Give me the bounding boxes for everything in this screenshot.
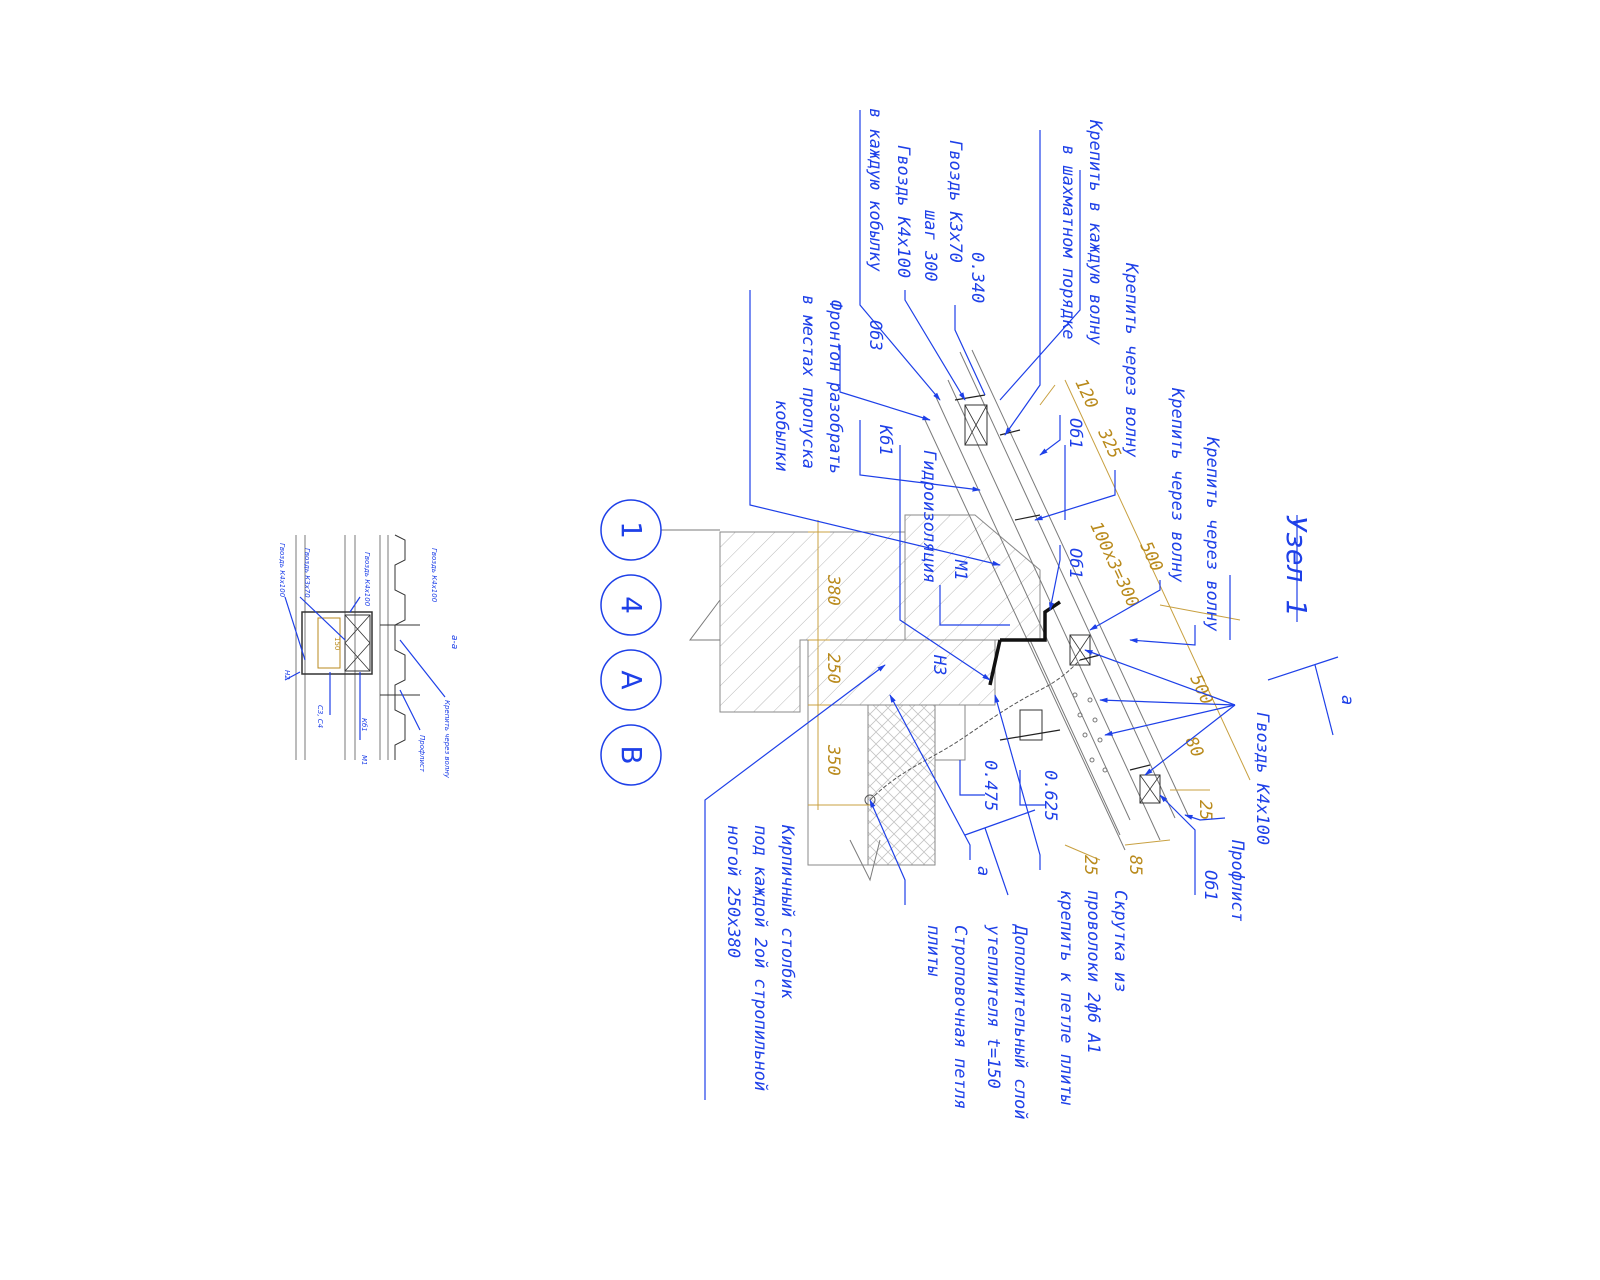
- label-kb1: Кб1: [875, 424, 895, 456]
- axis-circle-4: [600, 574, 662, 636]
- sd-nail-mid: Гвоздь К4х100: [363, 552, 371, 607]
- axis-circle-A: [600, 649, 662, 711]
- label-ob1-b: Об1: [1065, 548, 1085, 579]
- label-fix-wave-1: Крепить через волну: [1121, 262, 1141, 458]
- label-nail-k4x100-kob-2: в каждую кобылку: [865, 108, 885, 273]
- dim-120: 120: [1070, 376, 1101, 412]
- dim-500a: 500: [1135, 539, 1166, 575]
- dim-380: 380: [823, 574, 843, 606]
- sd-nail-bot: Гвоздь К4х100: [278, 543, 286, 598]
- masonry-wall: [689, 514, 1041, 882]
- axis-label-A: А: [615, 670, 648, 689]
- level-0475: 0.475: [980, 760, 1000, 811]
- axis-markers: 1 4 А В: [600, 499, 720, 786]
- label-loop-1: Строповочная петля: [950, 925, 970, 1109]
- leader-lines: [704, 110, 1236, 1100]
- dimension-lines: [808, 379, 1251, 861]
- label-waterproofing: Гидроизоляция: [919, 450, 939, 583]
- axis-circle-1: [600, 499, 662, 561]
- section-detail: а-а Гвоздь К4х100 Крепить через волну Пр…: [278, 534, 459, 779]
- label-pediment-3: кобылки: [771, 400, 791, 472]
- label-loop-2: плиты: [923, 925, 943, 977]
- axis-label-B: В: [615, 745, 648, 764]
- dim-325: 325: [1093, 425, 1125, 462]
- label-n3: Н3: [929, 654, 949, 675]
- label-brick-2: под каждой 2ой стропильной: [750, 825, 770, 1091]
- sd-c3c4: С3, С4: [316, 705, 324, 728]
- label-fix-each-wave-1: Крепить в каждую волну: [1085, 119, 1105, 346]
- sd-dim-150: 150: [333, 637, 341, 650]
- label-m1: М1: [950, 559, 970, 580]
- label-nail-k4x100-top: Гвоздь К4х100: [1252, 712, 1272, 845]
- label-fix-wave-3: Крепить через волну: [1202, 436, 1222, 632]
- section-mark-bottom: а: [964, 809, 1036, 896]
- dim-500b: 500: [1185, 672, 1216, 708]
- label-twist-1: Скрутка из: [1110, 890, 1130, 992]
- dim-350: 350: [823, 744, 843, 776]
- label-twist-2: проволоки 2ф6 А1: [1083, 890, 1103, 1054]
- sd-fix-wave: Крепить через волну: [443, 700, 451, 779]
- level-0625: 0.625: [1040, 770, 1060, 821]
- sd-m1: М1: [360, 755, 368, 766]
- dim-100x3: 100х3=300: [1085, 519, 1142, 611]
- section-detail-title: а-а: [449, 635, 459, 649]
- sd-kb1: Кб1: [360, 718, 368, 732]
- label-nail-k3x70: Гвоздь К3х70: [945, 140, 965, 263]
- section-mark-bottom-label: а: [973, 866, 993, 876]
- label-ob3: Об3: [865, 320, 885, 351]
- axis-label-1: 1: [615, 521, 648, 539]
- label-ob1-a: Об1: [1065, 418, 1085, 449]
- level-0340: 0.340: [967, 252, 987, 303]
- label-brick-1: Кирпичный столбик: [777, 824, 797, 1000]
- label-twist-3: крепить к петле плиты: [1056, 890, 1076, 1106]
- dim-250: 250: [823, 653, 843, 684]
- dim-25b: 25: [1080, 855, 1100, 875]
- axis-label-4: 4: [615, 596, 648, 614]
- label-pediment-2: в местах пропуска: [798, 295, 818, 469]
- sd-nail-k3: Гвоздь К3х70: [303, 548, 311, 598]
- label-insul-2: утеплителя t=150: [983, 924, 1003, 1089]
- label-brick-3: ногой 250х380: [723, 825, 743, 958]
- label-proflist: Профлист: [1227, 839, 1247, 922]
- label-nail-k4x100-kob-1: Гвоздь К4х100: [893, 145, 913, 278]
- title-group: Узел 1: [1280, 515, 1313, 622]
- sd-proflist: Профлист: [418, 735, 426, 773]
- sd-n2: Н2: [283, 670, 291, 680]
- axis-circle-B: [600, 724, 662, 786]
- sd-nail-top: Гвоздь К4х100: [430, 548, 438, 603]
- annotation-labels: Гвоздь К4х100 Профлист Об1 Крепить через…: [723, 108, 1272, 1119]
- section-mark-top-label: а: [1337, 695, 1357, 705]
- label-fix-each-wave-2: в шахматном порядке: [1058, 145, 1078, 339]
- label-ob1-bottom: Об1: [1200, 870, 1220, 901]
- label-insul-1: Дополнительный слой: [1010, 923, 1030, 1119]
- label-step-300: шаг 300: [920, 210, 940, 282]
- dim-85: 85: [1125, 855, 1145, 875]
- label-pediment-1: Фронтон разобрать: [825, 300, 845, 474]
- dim-25a: 25: [1195, 800, 1215, 820]
- section-mark-top: а: [1267, 656, 1357, 736]
- label-fix-wave-2: Крепить через волну: [1167, 387, 1187, 583]
